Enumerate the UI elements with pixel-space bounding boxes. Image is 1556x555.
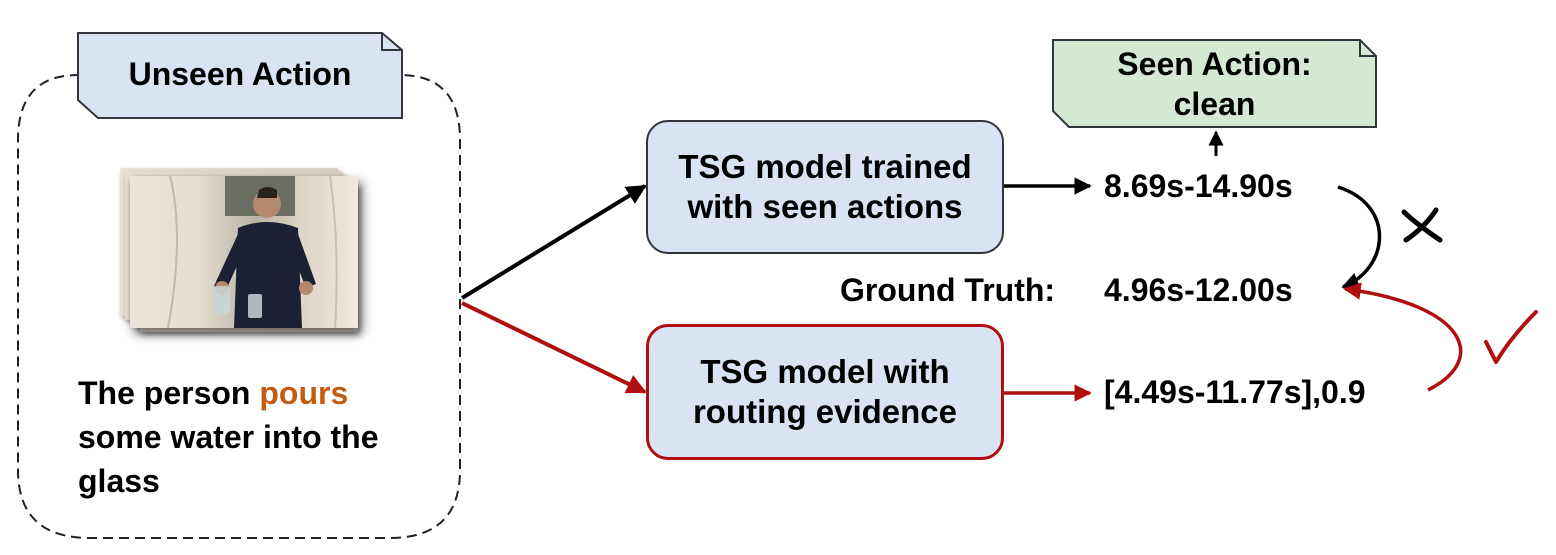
ground-truth-value: 4.96s-12.00s bbox=[1104, 272, 1293, 308]
seen-prediction: 8.69s-14.90s bbox=[1104, 168, 1293, 204]
seen-action-label: Seen Action: clean bbox=[1053, 44, 1376, 124]
video-frame bbox=[130, 176, 358, 328]
caption-highlight-verb: pours bbox=[259, 375, 349, 411]
curve-seen-to-truth bbox=[1337, 185, 1382, 290]
unseen-action-group-border bbox=[17, 74, 461, 539]
arrow-to-routing-model bbox=[461, 301, 647, 394]
unseen-action-label: Unseen Action bbox=[128, 56, 352, 92]
tsg-model-seen-box: TSG model trained with seen actions bbox=[646, 120, 1004, 254]
arrow-to-seen-model bbox=[460, 184, 647, 300]
cross-mark-icon bbox=[1401, 207, 1443, 243]
tsg-model-routing-label: TSG model with routing evidence bbox=[692, 353, 958, 430]
caption-prefix: The person bbox=[78, 375, 260, 411]
caption-suffix: some water into the glass bbox=[78, 419, 379, 499]
check-mark-icon bbox=[1484, 310, 1538, 364]
ground-truth-label: Ground Truth: bbox=[840, 272, 1056, 308]
routing-prediction: [4.49s-11.77s],0.9 bbox=[1104, 374, 1366, 410]
tsg-model-routing-box: TSG model with routing evidence bbox=[646, 324, 1004, 460]
curve-routing-to-truth bbox=[1343, 282, 1463, 392]
query-caption: The person pours some water into the gla… bbox=[78, 371, 438, 503]
seen-action-line2: clean bbox=[1173, 86, 1256, 122]
seen-action-line1: Seen Action: bbox=[1117, 46, 1312, 82]
tsg-model-seen-label: TSG model trained with seen actions bbox=[678, 148, 972, 225]
